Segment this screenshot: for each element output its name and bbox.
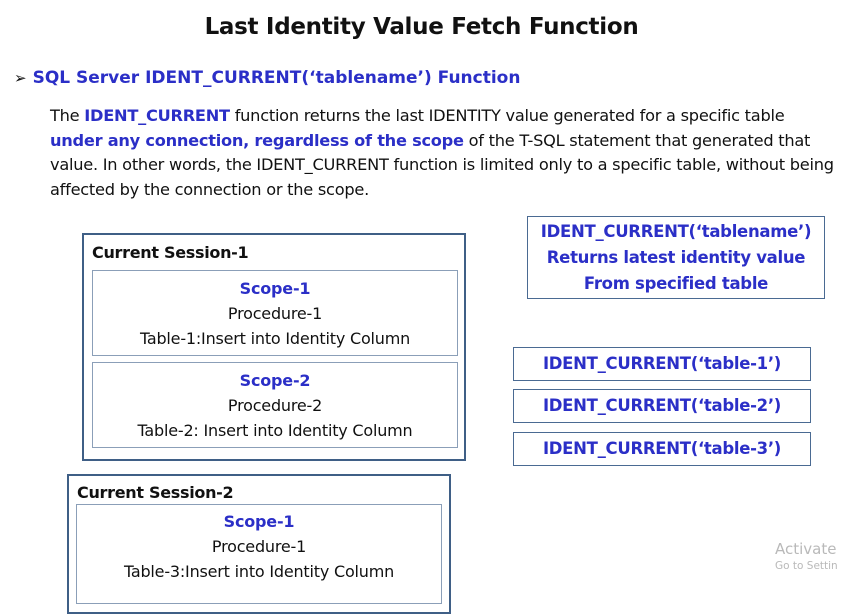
session-1-title: Current Session-1 xyxy=(92,243,249,262)
ident-current-table-2-box: IDENT_CURRENT(‘table-2’) xyxy=(513,389,811,423)
watermark-line-1: Activate xyxy=(775,540,837,558)
activate-windows-watermark: Activate Go to Settin xyxy=(775,540,838,572)
table-insert-label: Table-2: Insert into Identity Column xyxy=(137,421,413,440)
para-text-3: of the T-SQL statement that generated th… xyxy=(50,130,834,199)
info-line-2: Returns latest identity value xyxy=(546,248,806,267)
arrow-bullet-icon: ➢ xyxy=(14,69,27,87)
session-1-box: Current Session-1 Scope-1 Procedure-1 Ta… xyxy=(82,233,466,461)
session-2-box: Current Session-2 Scope-1 Procedure-1 Ta… xyxy=(67,474,451,614)
para-text-1: The xyxy=(50,106,85,125)
section-heading: ➢ SQL Server IDENT_CURRENT(‘tablename’) F… xyxy=(14,68,520,88)
para-highlight-function: IDENT_CURRENT xyxy=(84,106,230,125)
table-insert-label: Table-1:Insert into Identity Column xyxy=(139,329,411,348)
info-line-3: From specified table xyxy=(583,274,769,293)
scope-name: Scope-2 xyxy=(239,371,311,390)
description-paragraph: The IDENT_CURRENT function returns the l… xyxy=(50,104,840,202)
procedure-label: Procedure-1 xyxy=(227,304,323,323)
ident-current-info-box: IDENT_CURRENT(‘tablename’) Returns lates… xyxy=(527,216,825,299)
table-insert-label: Table-3:Insert into Identity Column xyxy=(123,562,395,581)
session-1-scope-1: Scope-1 Procedure-1 Table-1:Insert into … xyxy=(92,270,458,356)
session-1-scope-2: Scope-2 Procedure-2 Table-2: Insert into… xyxy=(92,362,458,448)
page-title: Last Identity Value Fetch Function xyxy=(204,14,639,40)
procedure-label: Procedure-1 xyxy=(211,537,307,556)
scope-name: Scope-1 xyxy=(239,279,311,298)
procedure-label: Procedure-2 xyxy=(227,396,323,415)
watermark-line-2: Go to Settin xyxy=(775,560,838,572)
ident-current-table-1-box: IDENT_CURRENT(‘table-1’) xyxy=(513,347,811,381)
section-heading-text: SQL Server IDENT_CURRENT(‘tablename’) Fu… xyxy=(32,68,521,88)
para-highlight-scope: under any connection, regardless of the … xyxy=(50,130,464,150)
session-2-title: Current Session-2 xyxy=(77,483,234,502)
info-line-1: IDENT_CURRENT(‘tablename’) xyxy=(540,222,812,241)
session-2-scope-1: Scope-1 Procedure-1 Table-3:Insert into … xyxy=(76,504,442,604)
scope-name: Scope-1 xyxy=(223,512,295,531)
para-text-2: function returns the last IDENTITY value… xyxy=(229,106,785,125)
ident-current-table-3-box: IDENT_CURRENT(‘table-3’) xyxy=(513,432,811,466)
